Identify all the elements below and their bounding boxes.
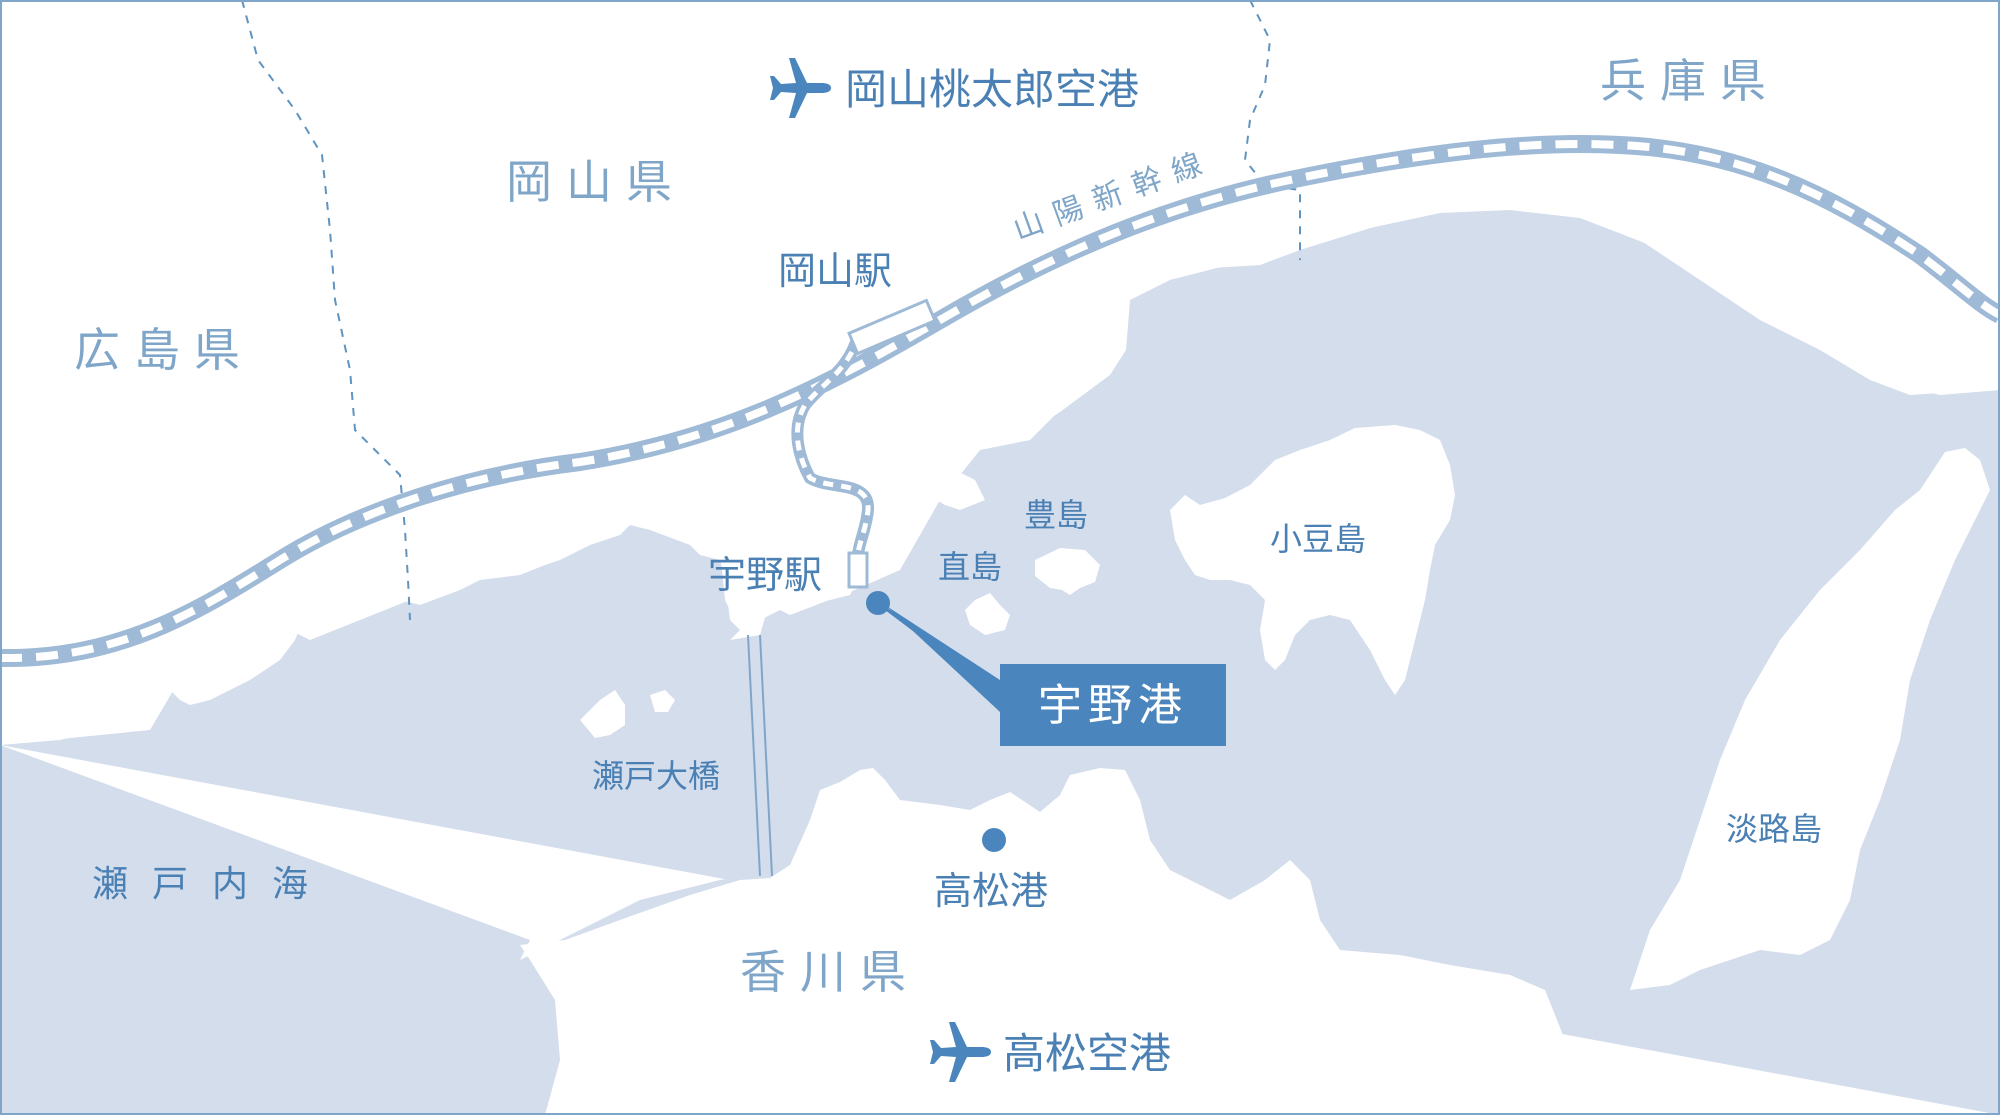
okayama-prefecture-label: 岡山県 (506, 155, 686, 209)
airplane-icon (770, 58, 831, 118)
okayama-coast (0, 0, 2000, 745)
naoshima-island (965, 593, 1010, 635)
seto-inland-sea-label: 瀬戸内海 (92, 864, 332, 905)
uno-port-marker (866, 591, 890, 615)
uno-port-callout-label: 宇野港 (1038, 680, 1188, 731)
okayama-station-label: 岡山駅 (778, 249, 892, 293)
uno-station-label: 宇野駅 (708, 553, 822, 597)
shodoshima-label: 小豆島 (1270, 520, 1366, 558)
takamatsu-airport-label: 高松空港 (1003, 1029, 1171, 1078)
takamatsu-port-label: 高松港 (934, 869, 1048, 913)
callout-wedge (885, 605, 1000, 712)
uno-peninsula (690, 545, 780, 640)
naoshima-label: 直島 (938, 548, 1002, 586)
uno-line-dashes (794, 334, 871, 557)
kagawa-prefecture-label: 香川県 (740, 945, 920, 999)
teshima-label: 豊島 (1024, 496, 1088, 534)
awajishima-label: 淡路島 (1726, 810, 1822, 848)
sea-west (0, 745, 560, 1115)
small-island-2 (650, 690, 675, 712)
uno-port-callout (1000, 664, 1226, 746)
hiroshima-prefecture-label: 広島県 (74, 323, 254, 377)
teshima-island (1035, 548, 1100, 595)
shodoshima-island (1170, 425, 1455, 695)
hyogo-prefecture-label: 兵庫県 (1600, 54, 1780, 108)
uno-station-marker (847, 551, 869, 589)
kagawa-land (520, 768, 1580, 1115)
sea (0, 205, 2000, 1115)
seto-ohashi-bridge (747, 634, 773, 877)
takamatsu-port-marker (982, 828, 1006, 852)
okayama-station-marker (847, 298, 937, 356)
shinkansen-dashes (0, 140, 2000, 663)
awajishima-island (1630, 448, 1990, 990)
seto-ohashi-label: 瀬戸大橋 (592, 757, 720, 795)
small-island-1 (580, 690, 625, 738)
airplane-icon (930, 1022, 991, 1082)
okayama-airport-label: 岡山桃太郎空港 (845, 65, 1139, 114)
